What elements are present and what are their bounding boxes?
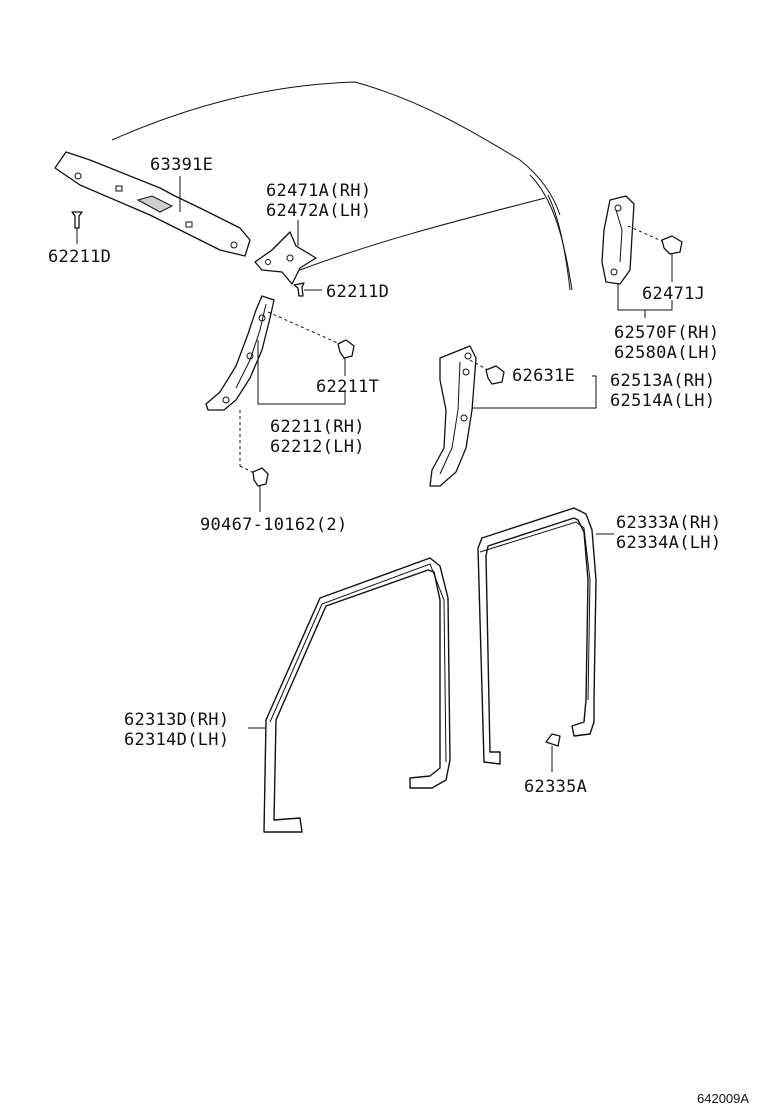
rear-pillar-garnish-inner bbox=[615, 209, 623, 263]
label-62514A: 62514A(LH) bbox=[610, 391, 715, 411]
header-hole-2 bbox=[230, 241, 238, 249]
front-door-weatherstrip-inner bbox=[269, 563, 447, 763]
label-62471A: 62471A(RH) bbox=[266, 181, 371, 201]
weatherstrip-cap bbox=[545, 733, 561, 747]
center-pillar-hole-1 bbox=[464, 352, 472, 360]
label-62631E: 62631E bbox=[512, 366, 575, 386]
label-62334A: 62334A(LH) bbox=[616, 533, 721, 553]
center-pillar-garnish-inner bbox=[439, 361, 461, 475]
label-62212: 62212(LH) bbox=[270, 437, 365, 457]
front-pillar-garnish bbox=[205, 295, 275, 411]
rear-pillar-hole-1 bbox=[614, 204, 622, 212]
front-header-trim-recess bbox=[136, 195, 174, 213]
roof-outline bbox=[111, 81, 561, 216]
label-62471J: 62471J bbox=[642, 284, 705, 304]
corner-hole bbox=[286, 254, 294, 262]
label-62333A: 62333A(RH) bbox=[616, 513, 721, 533]
label-62211T: 62211T bbox=[316, 377, 379, 397]
corner-trim-piece bbox=[254, 231, 317, 285]
center-pillar-hole-2 bbox=[462, 368, 470, 376]
clip-62631E bbox=[485, 365, 505, 385]
rear-pillar-garnish bbox=[601, 195, 635, 285]
clip-62211D-left bbox=[71, 211, 83, 229]
label-62211D-left: 62211D bbox=[48, 247, 111, 267]
dash-62471J bbox=[627, 225, 665, 243]
label-62580A: 62580A(LH) bbox=[614, 343, 719, 363]
clip-62211D-mid bbox=[293, 282, 305, 297]
label-62513A: 62513A(RH) bbox=[610, 371, 715, 391]
label-62472A: 62472A(LH) bbox=[266, 201, 371, 221]
clip-62471J bbox=[661, 235, 683, 255]
header-hole-1 bbox=[74, 172, 82, 180]
label-62314D: 62314D(LH) bbox=[124, 730, 229, 750]
center-pillar-hole-3 bbox=[460, 414, 468, 422]
label-62211D-mid: 62211D bbox=[326, 282, 389, 302]
label-90467: 90467-10162(2) bbox=[200, 515, 348, 535]
label-62335A: 62335A bbox=[524, 777, 587, 797]
label-62211: 62211(RH) bbox=[270, 417, 365, 437]
bracket-62211 bbox=[257, 340, 346, 405]
clip-62211T bbox=[337, 339, 355, 359]
front-pillar-garnish-inner bbox=[235, 303, 267, 389]
label-63391E: 63391E bbox=[150, 155, 213, 175]
pillar-hole-1 bbox=[258, 314, 266, 322]
roof-rear-edge bbox=[529, 174, 573, 291]
header-slot-2 bbox=[185, 221, 193, 228]
windshield-header-line bbox=[299, 197, 546, 271]
rear-door-weatherstrip bbox=[477, 507, 597, 765]
center-pillar-garnish bbox=[429, 345, 477, 487]
rear-door-weatherstrip-inner bbox=[479, 521, 591, 701]
corner-hole-2 bbox=[265, 259, 271, 265]
front-door-weatherstrip bbox=[263, 557, 451, 833]
header-slot-1 bbox=[115, 185, 123, 192]
clip-90467 bbox=[252, 467, 269, 487]
label-62313D: 62313D(RH) bbox=[124, 710, 229, 730]
diagram-code: 642009A bbox=[697, 1091, 749, 1106]
bracket-62513A bbox=[472, 375, 597, 409]
roof-side-edge bbox=[547, 194, 571, 291]
dash-62211T bbox=[267, 311, 341, 345]
pillar-hole-2 bbox=[246, 352, 254, 360]
pillar-hole-3 bbox=[222, 396, 230, 404]
label-62570F: 62570F(RH) bbox=[614, 323, 719, 343]
rear-pillar-hole-2 bbox=[610, 268, 618, 276]
